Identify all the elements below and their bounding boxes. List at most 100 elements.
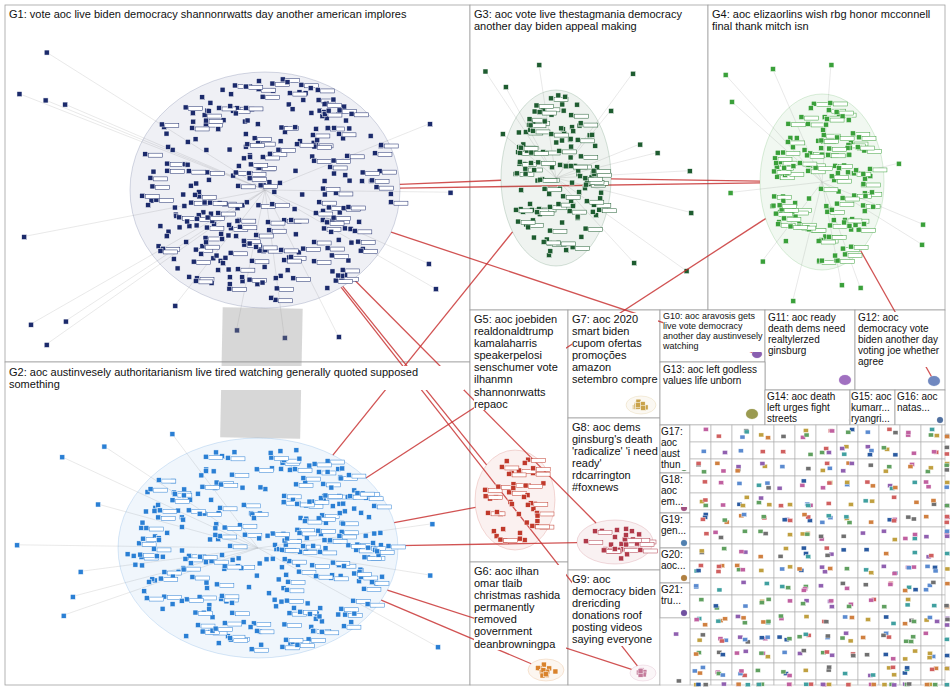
vertex-mark	[744, 430, 749, 434]
minor-group-cell	[921, 595, 942, 612]
vertex-mark	[906, 431, 911, 435]
vertex-mark	[840, 636, 845, 640]
vertex-mark	[313, 574, 318, 579]
vertex-mark	[237, 224, 242, 229]
vertex-mark	[892, 538, 897, 542]
vertex-mark	[743, 649, 748, 653]
vertex-mark	[372, 151, 377, 156]
vertex-mark	[295, 501, 300, 506]
group-panel	[470, 5, 708, 310]
vertex-mark	[794, 135, 799, 140]
vertex-mark	[826, 514, 831, 518]
vertex-mark	[801, 479, 806, 483]
vertex-mark	[564, 248, 569, 253]
vertex-tag	[208, 114, 222, 118]
vertex-mark	[336, 237, 341, 242]
vertex-mark	[272, 597, 277, 602]
vertex-mark	[346, 473, 351, 478]
vertex-mark	[944, 463, 949, 467]
vertex-mark	[185, 162, 190, 167]
vertex-mark	[765, 481, 770, 485]
minor-group-cell	[732, 476, 753, 493]
group-panel	[765, 390, 850, 425]
vertex-mark	[911, 517, 916, 521]
minor-group-cell	[858, 493, 879, 510]
vertex-mark	[736, 682, 741, 686]
vertex-mark	[720, 673, 725, 677]
vertex-mark	[703, 623, 708, 627]
vertex-mark	[201, 210, 206, 215]
minor-group-cell	[732, 595, 753, 612]
vertex-mark	[245, 118, 250, 123]
vertex-cluster: G2: aoc austinvesely authoritarianism li…	[118, 438, 398, 658]
vertex-mark	[756, 501, 761, 505]
vertex-mark	[330, 504, 335, 509]
vertex-mark	[945, 504, 950, 508]
vertex-mark	[697, 671, 702, 675]
minor-group-cell	[879, 493, 900, 510]
vertex-mark	[829, 63, 834, 68]
vertex-tag	[312, 638, 326, 642]
minor-group-cell	[858, 527, 879, 544]
vertex-tag	[573, 210, 587, 214]
vertex-mark	[881, 633, 886, 637]
vertex-mark	[280, 547, 285, 552]
minor-group-cell	[711, 442, 732, 459]
vertex-mark	[760, 450, 765, 454]
vertex-mark	[869, 571, 874, 575]
vertex-mark	[44, 50, 49, 55]
vertex-mark	[307, 611, 312, 616]
vertex-mark	[760, 259, 765, 264]
minor-group-cell	[732, 646, 753, 663]
vertex-mark	[827, 481, 832, 485]
vertex-tag	[319, 575, 333, 579]
vertex-mark	[359, 510, 364, 515]
vertex-mark	[313, 211, 318, 216]
minor-group-cell	[900, 595, 921, 612]
vertex-tag	[163, 250, 177, 254]
vertex-mark	[759, 601, 764, 605]
vertex-tag	[211, 217, 225, 221]
vertex-mark	[541, 239, 546, 244]
vertex-tag	[213, 202, 227, 206]
vertex-mark	[759, 651, 764, 655]
vertex-mark	[248, 154, 253, 159]
minor-group-cell	[942, 578, 945, 595]
vertex-mark	[696, 569, 701, 573]
vertex-tag	[285, 549, 299, 553]
vertex-mark	[220, 552, 225, 557]
vertex-mark	[258, 183, 263, 188]
vertex-mark	[913, 649, 918, 653]
minor-group-cell	[879, 527, 900, 544]
vertex-mark	[298, 609, 303, 614]
vertex-mark	[151, 546, 156, 551]
vertex-mark	[203, 454, 208, 459]
vertex-mark	[945, 567, 950, 571]
minor-group-cell	[774, 595, 795, 612]
vertex-tag	[294, 219, 308, 223]
vertex-mark	[559, 126, 564, 131]
vertex-mark	[380, 574, 385, 579]
minor-group-cell	[921, 493, 942, 510]
vertex-tag	[377, 505, 391, 509]
vertex-mark	[528, 123, 533, 128]
vertex-mark	[818, 584, 823, 588]
vertex-mark	[944, 520, 949, 524]
vertex-tag	[303, 551, 317, 555]
vertex-mark	[827, 682, 832, 686]
vertex-mark	[281, 500, 286, 505]
vertex-mark	[923, 631, 928, 635]
vertex-tag	[317, 146, 331, 150]
vertex-tag	[162, 479, 176, 483]
vertex-tag	[528, 168, 542, 172]
vertex-mark	[144, 526, 149, 531]
vertex-mark	[329, 253, 334, 258]
vertex-mark	[847, 604, 852, 608]
vertex-mark	[867, 453, 872, 457]
vertex-mark	[254, 628, 259, 633]
vertex-mark	[181, 567, 186, 572]
minor-group-cell	[711, 476, 732, 493]
vertex-mark	[331, 215, 336, 220]
minor-group-cell	[753, 612, 774, 629]
minor-group-cell	[732, 578, 753, 595]
